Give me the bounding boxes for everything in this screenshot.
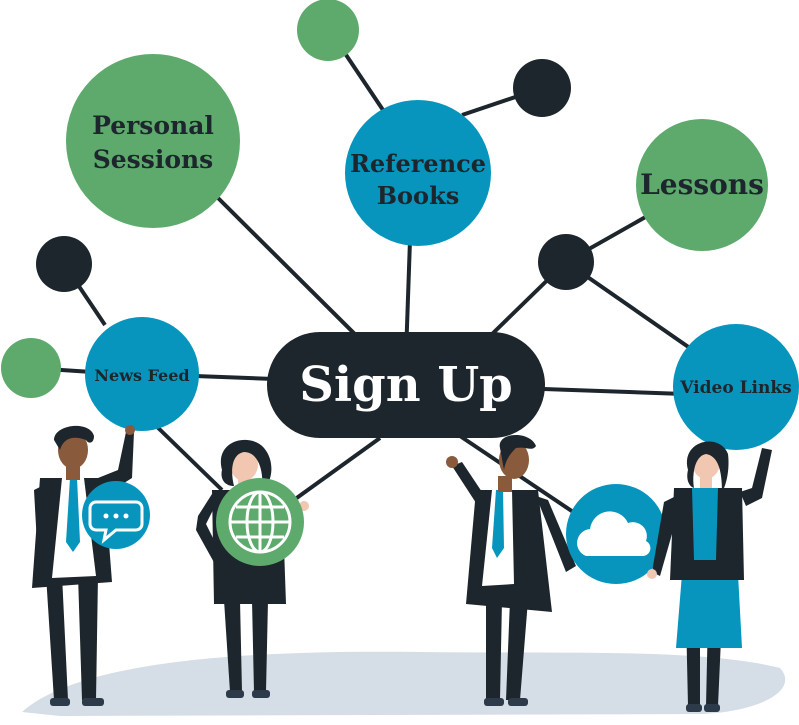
node-personal-sessions-line2: Sessions	[93, 145, 214, 174]
node-personal-sessions[interactable]: Personal Sessions	[66, 54, 240, 228]
sign-up-label: Sign Up	[299, 357, 513, 413]
node-reference-books-line1: Reference	[350, 149, 486, 178]
node-video-links[interactable]: Video Links	[673, 324, 799, 450]
node-reference-books[interactable]: Reference Books	[345, 100, 491, 246]
decorative-dot-green-left	[1, 338, 61, 398]
person-woman-holding-video-links	[647, 441, 772, 712]
cloud-icon	[566, 484, 666, 584]
node-reference-books-line2: Books	[377, 181, 459, 210]
chat-bubble-icon	[82, 481, 150, 549]
node-video-links-label: Video Links	[679, 378, 791, 398]
decorative-dot-dark-top	[513, 59, 571, 117]
decorative-dot-dark-right	[538, 234, 594, 290]
sign-up-button[interactable]: Sign Up	[267, 332, 545, 438]
node-lessons[interactable]: Lessons	[636, 119, 768, 251]
decorative-dot-dark-left	[36, 236, 92, 292]
person-man-waving	[446, 434, 576, 706]
person-man-holding-chat	[32, 425, 135, 706]
node-news-feed-label: News Feed	[94, 366, 189, 385]
node-personal-sessions-line1: Personal	[92, 111, 214, 140]
decorative-dot-green-top	[297, 0, 359, 61]
ground-shadow	[22, 651, 786, 716]
globe-icon	[216, 478, 304, 566]
node-lessons-label: Lessons	[640, 168, 764, 201]
node-news-feed[interactable]: News Feed	[85, 317, 199, 431]
